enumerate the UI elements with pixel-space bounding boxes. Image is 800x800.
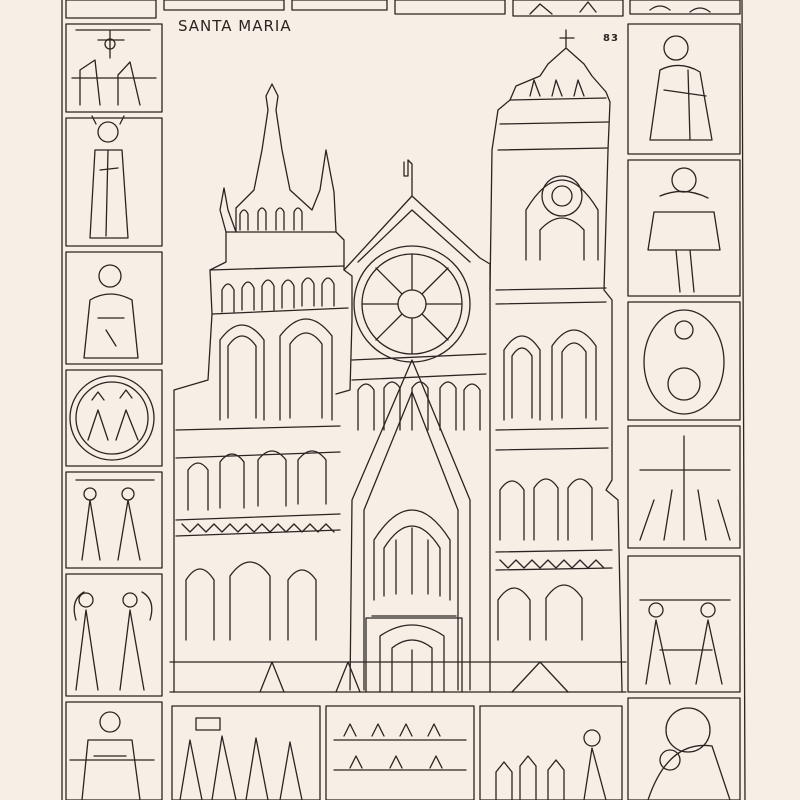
left-panel-column xyxy=(65,23,163,800)
right-panel-column xyxy=(627,23,741,800)
bottom-panel-row xyxy=(171,705,623,800)
top-panel-row xyxy=(65,0,741,19)
plate-number: 83 xyxy=(603,33,619,44)
print-title: SANTA MARIA xyxy=(178,17,292,35)
cathedral-facade xyxy=(169,29,627,693)
outer-frame xyxy=(61,0,746,800)
